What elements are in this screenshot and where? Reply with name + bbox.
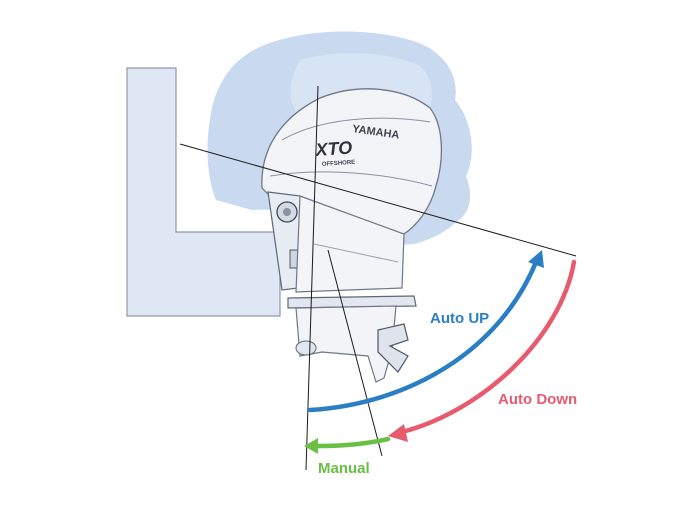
auto-down-label: Auto Down (498, 391, 577, 408)
tilt-limit-line (179, 143, 577, 257)
auto-down-arc (399, 259, 577, 435)
manual-arrow-icon (304, 438, 318, 454)
outboard-engine: YAMAHA XTO OFFSHORE (261, 88, 443, 383)
manual-label: Manual (318, 460, 370, 477)
trim-limit-line (327, 249, 383, 457)
anti-ventilation-plate (287, 295, 417, 309)
model-sub-logo: OFFSHORE (322, 160, 356, 168)
propeller (377, 323, 409, 373)
manual-arc (315, 436, 391, 449)
auto-up-arrow-icon (528, 250, 544, 268)
auto-up-arc (307, 259, 539, 413)
vertical-reference-line (305, 85, 319, 471)
auto-up-label: Auto UP (430, 310, 489, 327)
auto-down-arrow-icon (388, 424, 408, 442)
model-logo: XTO (314, 137, 353, 160)
engine-midsection (295, 195, 405, 293)
